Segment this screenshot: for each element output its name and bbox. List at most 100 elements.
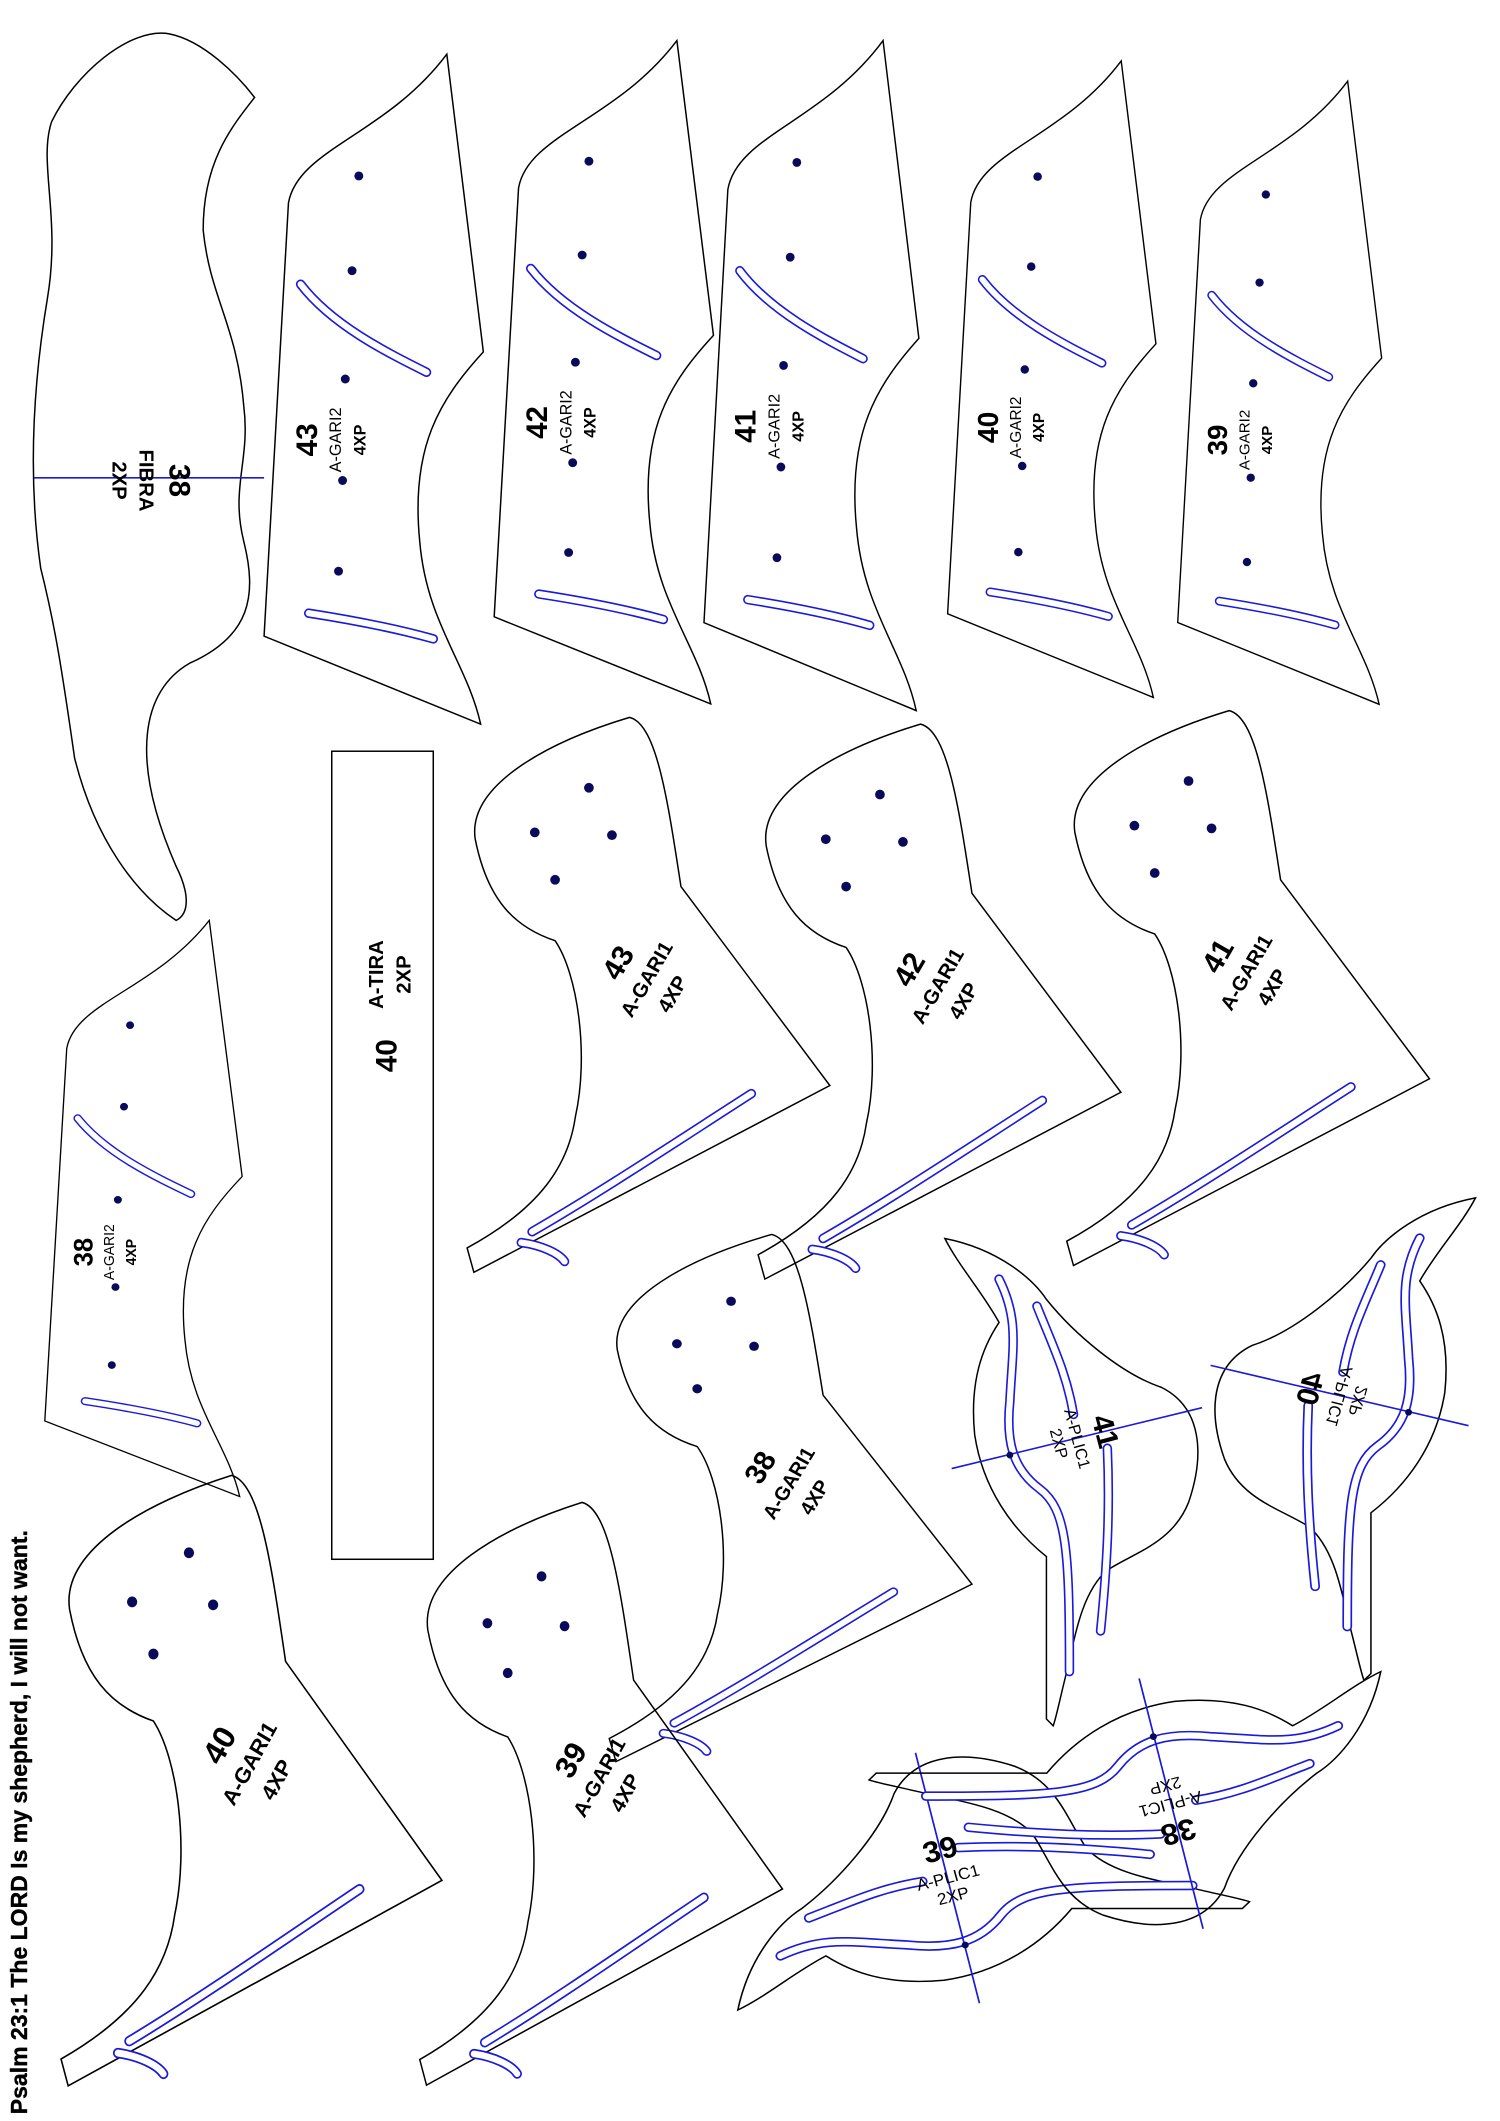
punch-hole	[559, 1620, 570, 1632]
punch-hole	[785, 252, 795, 262]
guide-slot-inner	[660, 1730, 710, 1755]
punch-hole	[749, 1341, 759, 1351]
punch-hole	[875, 789, 885, 800]
notch-mark	[1149, 1733, 1157, 1740]
guide-slot	[73, 1114, 196, 1199]
piece-size: 39	[1202, 425, 1233, 456]
guide-slot-inner	[125, 1885, 363, 2045]
punch-hole	[1129, 820, 1140, 831]
piece-name: A-GARI2	[766, 394, 784, 459]
piece-qty: 4XP	[790, 411, 808, 442]
punch-hole	[208, 1599, 219, 1611]
piece-outline	[867, 1670, 1382, 1926]
piece-size: 39	[919, 1830, 962, 1871]
piece-tira: 40 A-TIRA 2XP	[331, 750, 435, 1561]
piece-size: 41	[1084, 1411, 1124, 1452]
piece-size: 40	[972, 412, 1004, 443]
punch-hole	[584, 156, 594, 166]
punch-hole	[1026, 262, 1036, 271]
guide-slot-inner	[535, 590, 667, 623]
piece-qty: 4XP	[1259, 426, 1276, 455]
piece-outline	[703, 38, 920, 712]
punch-hole	[779, 360, 788, 370]
guide-slot-inner	[922, 1722, 1342, 1800]
piece-size: 43	[291, 423, 324, 456]
guide-slot-inner	[527, 265, 660, 359]
punch-hole	[347, 266, 357, 276]
punch-hole	[1206, 823, 1217, 834]
guide-slot-inner	[965, 1824, 1164, 1839]
guide-slot-inner	[1117, 1232, 1168, 1258]
guide-slot-inner	[819, 1097, 1046, 1242]
guide-slot-inner	[74, 1115, 194, 1197]
piece-name: A-GARI2	[557, 390, 575, 454]
punch-hole	[550, 874, 560, 885]
punch-hole	[1242, 557, 1252, 567]
piece-name: A-GARI2	[327, 407, 345, 472]
guide-slot-inner	[481, 1894, 708, 2046]
guide-slot-inner	[805, 1878, 926, 1922]
punch-hole	[1246, 473, 1255, 482]
punch-hole	[584, 782, 594, 793]
notch-mark	[1006, 1451, 1014, 1459]
guide-slot-inner	[1192, 1760, 1313, 1804]
piece-outline	[757, 723, 1122, 1281]
guide-slot	[994, 1274, 1075, 1677]
punch-hole	[820, 834, 831, 845]
punch-hole	[672, 1339, 682, 1349]
punch-hole	[502, 1667, 513, 1679]
piece-qty: 4XP	[582, 407, 600, 438]
piece-name: A-GARI2	[102, 1224, 118, 1280]
guide-slot-inner	[470, 2050, 521, 2078]
guide-slot	[775, 1880, 1198, 1961]
piece-name: A-TIRA	[366, 940, 388, 1009]
guide-slot	[735, 265, 868, 364]
piece-name: A-GARI2	[1008, 397, 1025, 459]
guide-slot-inner	[518, 1239, 568, 1265]
punch-hole	[334, 566, 343, 576]
guide-slot-inner	[305, 610, 437, 642]
punch-hole	[482, 1618, 493, 1629]
guide-slot	[977, 275, 1107, 368]
punch-hole	[340, 374, 350, 384]
piece-outline	[1177, 79, 1383, 706]
punch-hole	[126, 1021, 135, 1030]
punch-hole	[568, 458, 578, 468]
piece-size: 42	[521, 406, 554, 439]
guide-slot-inner	[671, 1588, 897, 1727]
grain-line	[1138, 1678, 1204, 1929]
punch-hole	[1020, 365, 1030, 374]
guide-slot-inner	[979, 276, 1105, 367]
piece-outline	[736, 1756, 1251, 2012]
notch-mark	[1405, 1408, 1413, 1416]
guide-slot	[1342, 1233, 1425, 1632]
punch-hole	[726, 1296, 736, 1306]
piece-outline	[1214, 1196, 1477, 1682]
punch-hole	[1255, 278, 1264, 287]
punch-hole	[577, 250, 587, 260]
footer-verse: Psalm 23:1 The LORD Is my shepherd, I wi…	[6, 1530, 32, 2114]
piece-outline	[466, 716, 831, 1274]
piece-size: 38	[162, 464, 195, 497]
guide-slot	[295, 279, 432, 377]
piece-size: 41	[730, 410, 763, 443]
guide-slot	[1207, 290, 1334, 382]
piece-qty: 2XP	[393, 955, 415, 993]
guide-slot-inner	[987, 589, 1112, 620]
piece-size: 40	[1290, 1369, 1331, 1409]
piece-size: 40	[371, 1039, 404, 1072]
guide-slot-inner	[114, 2049, 167, 2078]
piece-qty: 2XP	[107, 461, 129, 499]
guide-slot	[525, 263, 662, 361]
piece-name: FIBRA	[135, 449, 157, 511]
punch-hole	[354, 171, 364, 181]
